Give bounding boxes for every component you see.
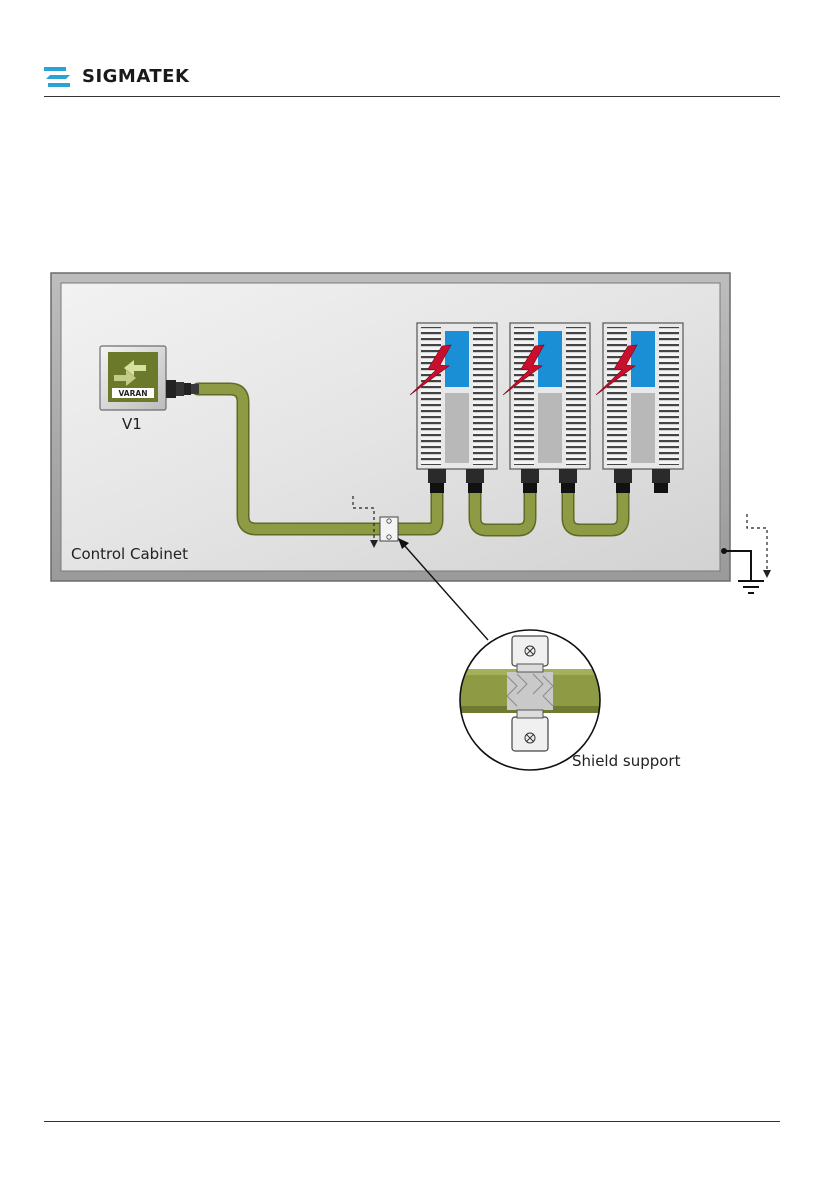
arrow-head-icon [763, 570, 771, 578]
footer-rule [44, 1121, 780, 1122]
device-label: V1 [122, 415, 142, 433]
detail-label: Shield support [572, 752, 681, 770]
module-3 [596, 323, 683, 493]
cabinet-label: Control Cabinet [71, 545, 188, 563]
shield-support-detail [455, 630, 605, 770]
shield-clamp [380, 517, 398, 541]
module-1 [410, 323, 497, 493]
device-badge: VARAN [119, 389, 148, 398]
module-2 [503, 323, 590, 493]
